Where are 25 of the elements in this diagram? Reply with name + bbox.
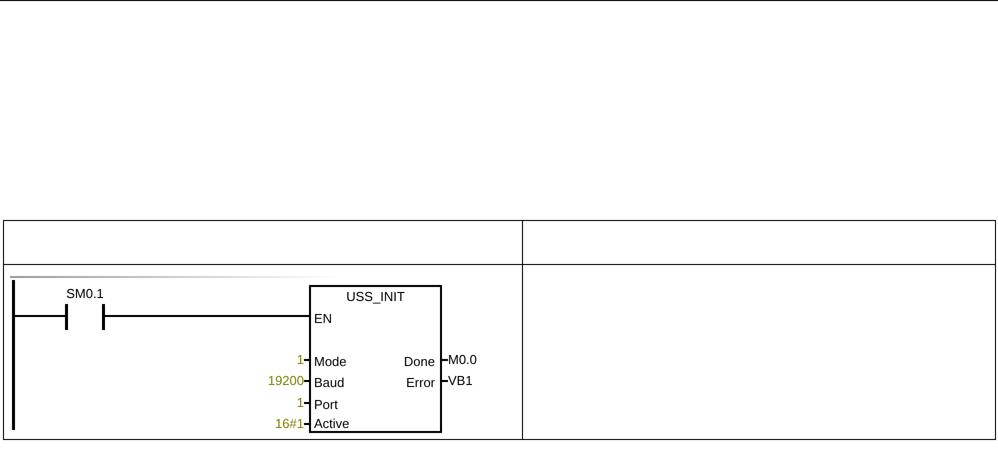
wire xyxy=(15,315,65,317)
wire xyxy=(105,315,309,317)
pin-label: Done xyxy=(404,354,435,369)
parameter-value: 19200 xyxy=(260,373,304,389)
wire xyxy=(442,380,448,382)
pin-label: Mode xyxy=(314,354,347,369)
output-address: VB1 xyxy=(448,373,488,389)
function-block xyxy=(309,285,442,433)
power-rail xyxy=(12,280,15,430)
contact-address: SM0.1 xyxy=(66,286,104,301)
pin-label: EN xyxy=(314,311,332,326)
wire xyxy=(304,423,309,425)
output-address: M0.0 xyxy=(448,352,488,368)
pin-label: Active xyxy=(314,416,350,431)
parameter-value: 1 xyxy=(260,395,304,411)
wire xyxy=(304,359,309,361)
pin-label: Error xyxy=(406,375,435,390)
wire xyxy=(304,402,309,404)
pin-label: Port xyxy=(314,397,338,412)
wire xyxy=(304,380,309,382)
wire xyxy=(442,359,448,361)
parameter-value: 16#1 xyxy=(260,416,304,432)
parameter-value: 1 xyxy=(260,352,304,368)
pin-label: Baud xyxy=(314,375,344,390)
block-title: USS_INIT xyxy=(346,289,405,304)
